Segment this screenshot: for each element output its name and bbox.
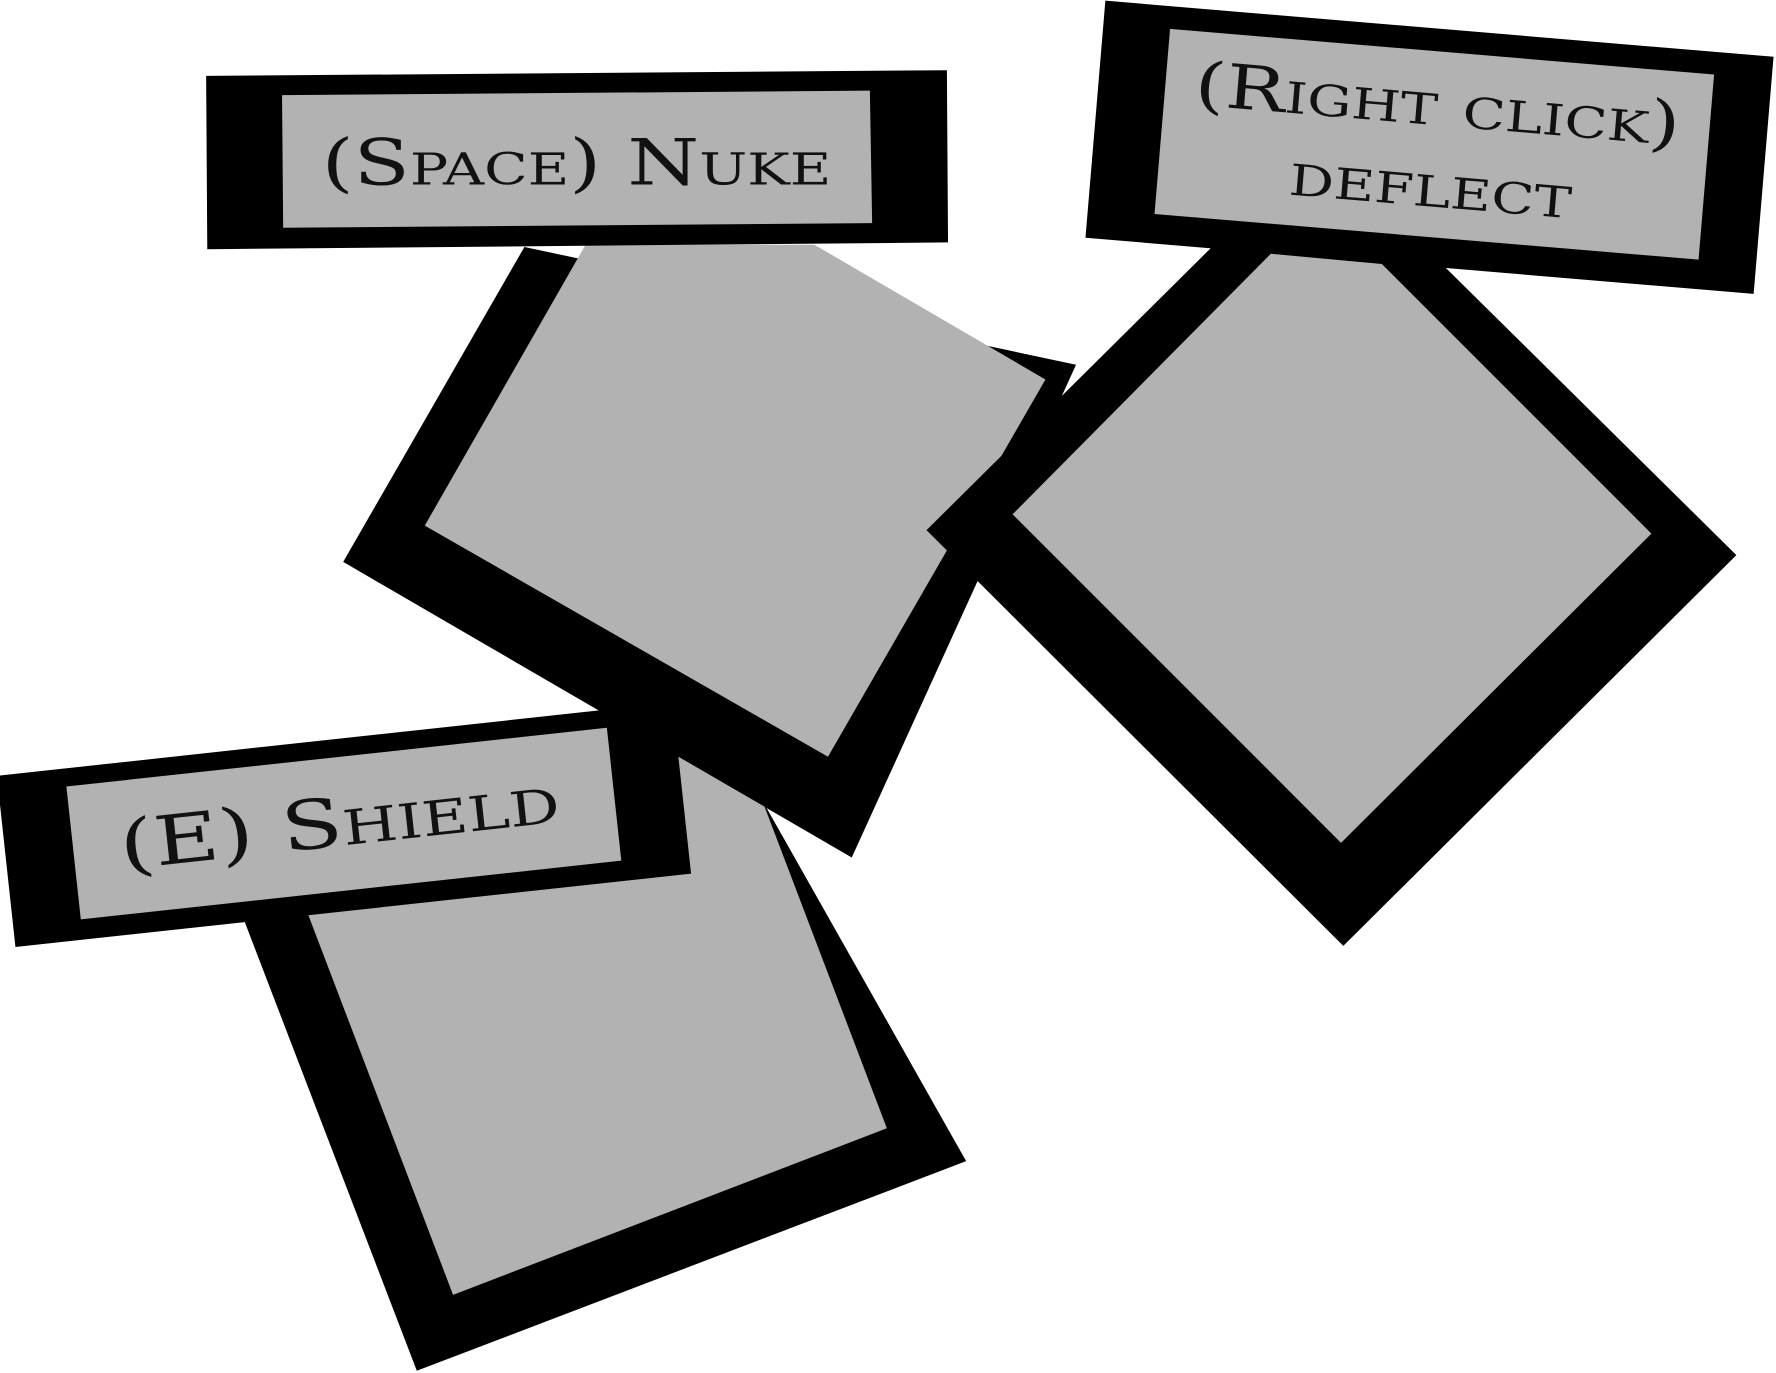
nuke-label: (Space) Nuke	[322, 126, 832, 200]
deflect-label-banner: (Right click) deflect	[1085, 0, 1774, 294]
deflect-card[interactable]	[926, 246, 1737, 946]
nuke-card-panel	[424, 244, 1046, 757]
shield-label-banner: (E) Shield	[0, 702, 692, 948]
nuke-label-banner: (Space) Nuke	[206, 70, 949, 250]
nuke-banner-panel	[282, 90, 873, 228]
deflect-banner-panel	[1154, 28, 1715, 260]
shield-banner-panel	[66, 727, 622, 920]
nuke-card[interactable]	[343, 244, 1077, 858]
deflect-card-panel	[1012, 253, 1652, 843]
